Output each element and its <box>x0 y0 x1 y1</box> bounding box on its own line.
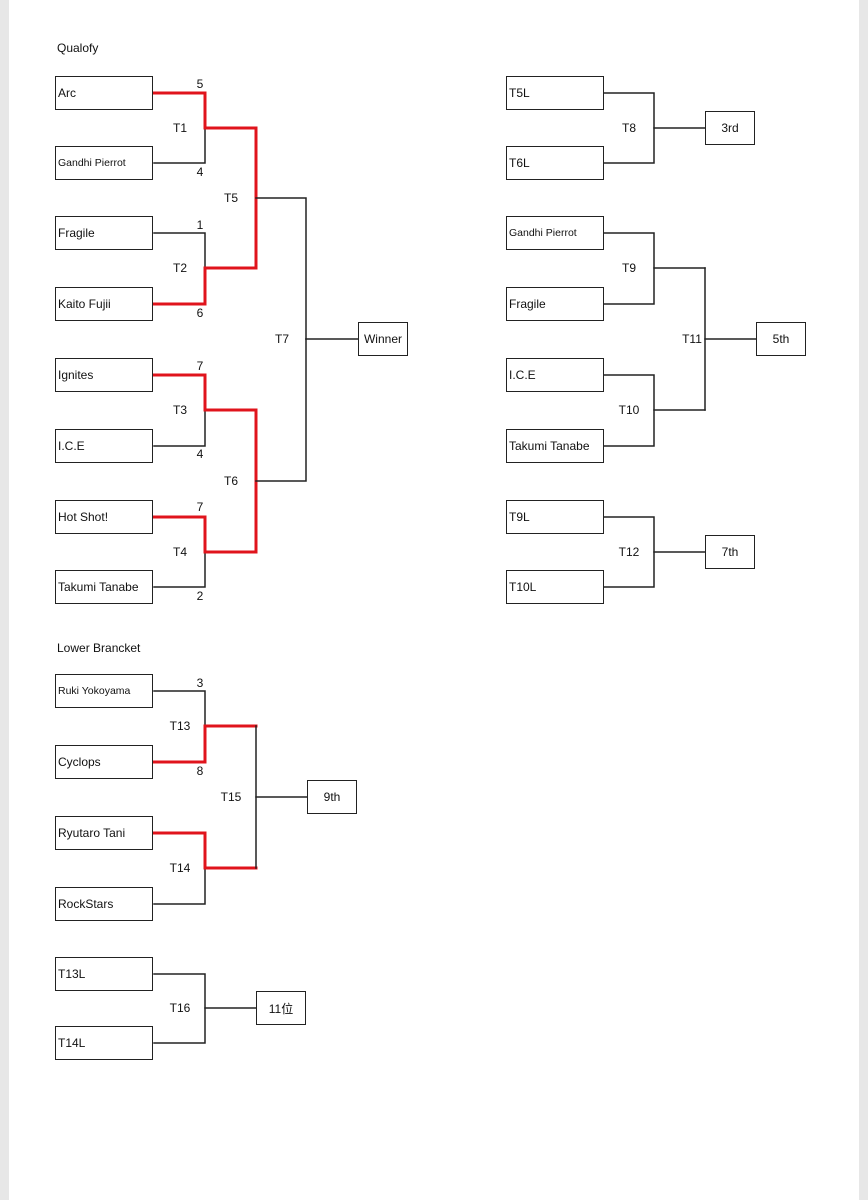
match-label-t5: T5 <box>223 191 239 205</box>
winner-box: Winner <box>358 322 408 356</box>
score-kaito-fujii: 6 <box>196 306 204 320</box>
score-arc: 5 <box>196 77 204 91</box>
winner-path-t3 <box>152 373 258 412</box>
third-team-2: T6L <box>506 146 604 180</box>
qualify-team-3: Fragile <box>55 216 153 250</box>
score-hot-shot: 7 <box>196 500 204 514</box>
qualify-team-1: Arc <box>55 76 153 110</box>
match-label-t8: T8 <box>621 121 637 135</box>
connector-t6-out <box>255 338 307 482</box>
winner-path-t4 <box>152 515 258 554</box>
seventh-place-box: 7th <box>705 535 755 569</box>
match-label-t2: T2 <box>172 261 188 275</box>
match-label-t13: T13 <box>169 719 191 733</box>
winner-path-t1 <box>152 91 258 130</box>
match-label-t15: T15 <box>220 790 242 804</box>
connector-t13-top <box>153 690 206 727</box>
qualify-team-4: Kaito Fujii <box>55 287 153 321</box>
lower-team-3: Ryutaro Tani <box>55 816 153 850</box>
lower-team-4: RockStars <box>55 887 153 921</box>
lower-team-2: Cyclops <box>55 745 153 779</box>
fifth-team-4: Takumi Tanabe <box>506 429 604 463</box>
match-label-t16: T16 <box>169 1001 191 1015</box>
seventh-team-1: T9L <box>506 500 604 534</box>
connector-t14-bottom <box>153 867 206 905</box>
fifth-team-3: I.C.E <box>506 358 604 392</box>
seventh-team-2: T10L <box>506 570 604 604</box>
eleventh-team-1: T13L <box>55 957 153 991</box>
lower-bracket-title: Lower Brancket <box>57 641 141 655</box>
score-takumi-tanabe: 2 <box>196 589 204 603</box>
match-label-t1: T1 <box>172 121 188 135</box>
match-label-t10: T10 <box>618 403 640 417</box>
fifth-team-2: Fragile <box>506 287 604 321</box>
lower-team-1: Ruki Yokoyama <box>55 674 153 708</box>
match-label-t4: T4 <box>172 545 188 559</box>
match-label-t11: T11 <box>682 332 702 346</box>
connector-t4-bottom <box>153 551 206 588</box>
winner-path-t13 <box>152 724 258 764</box>
score-fragile: 1 <box>196 218 204 232</box>
score-ignites: 7 <box>196 359 204 373</box>
qualify-team-2: Gandhi Pierrot <box>55 146 153 180</box>
match-label-t14: T14 <box>169 861 191 875</box>
qualify-team-7: Hot Shot! <box>55 500 153 534</box>
connector-t1-bottom <box>153 127 206 164</box>
third-team-1: T5L <box>506 76 604 110</box>
connector-t2-top <box>153 232 206 269</box>
fifth-place-box: 5th <box>756 322 806 356</box>
bracket-sheet: Qualofy Lower Brancket Arc Gandhi Pierro… <box>9 0 859 1200</box>
eleventh-team-2: T14L <box>55 1026 153 1060</box>
bracket-lines <box>152 91 757 1044</box>
score-ruki-yokoyama: 3 <box>196 676 204 690</box>
score-ice: 4 <box>196 447 204 461</box>
score-cyclops: 8 <box>196 764 204 778</box>
third-place-box: 3rd <box>705 111 755 145</box>
qualify-team-8: Takumi Tanabe <box>55 570 153 604</box>
winner-path-t2 <box>152 266 258 306</box>
match-label-t9: T9 <box>621 261 637 275</box>
qualify-title: Qualofy <box>57 41 99 55</box>
score-gandhi-pierrot: 4 <box>196 165 204 179</box>
eleventh-place-box: 11位 <box>256 991 306 1025</box>
fifth-team-1: Gandhi Pierrot <box>506 216 604 250</box>
ninth-place-box: 9th <box>307 780 357 814</box>
match-label-t7: T7 <box>274 332 290 346</box>
match-label-t6: T6 <box>223 474 239 488</box>
match-label-t3: T3 <box>172 403 188 417</box>
connector-t3-bottom <box>153 409 206 447</box>
connector-t5-out <box>255 197 307 340</box>
qualify-team-6: I.C.E <box>55 429 153 463</box>
match-label-t12: T12 <box>618 545 640 559</box>
winner-path-t14 <box>152 831 258 870</box>
qualify-team-5: Ignites <box>55 358 153 392</box>
